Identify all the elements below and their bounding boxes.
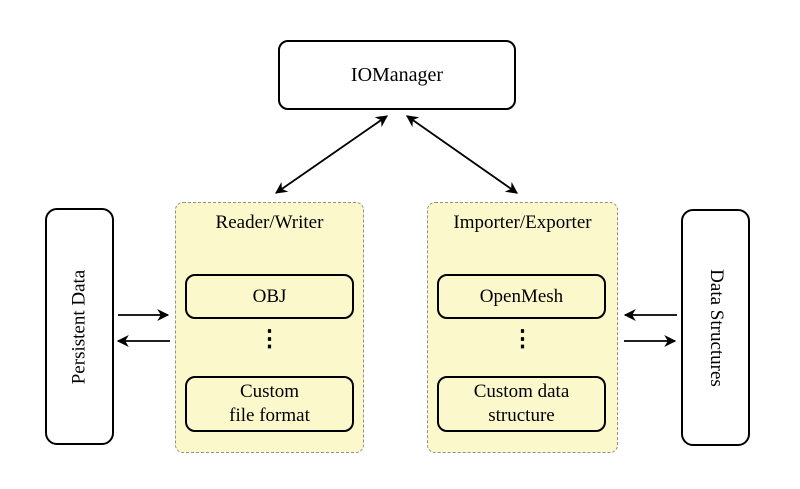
arrow-iomanager-readerwriter: [275, 115, 388, 194]
reader-writer-title: Reader/Writer: [215, 212, 324, 233]
persistent-data-label: Persistent Data: [68, 269, 90, 384]
custom-data-structure-label: Custom data structure: [473, 381, 570, 426]
openmesh-label: OpenMesh: [479, 285, 564, 307]
openmesh-node: OpenMesh: [437, 274, 606, 319]
obj-node: OBJ: [185, 274, 354, 319]
importer-exporter-group: Importer/Exporter OpenMesh ⋮ Custom data…: [427, 202, 618, 453]
reader-writer-ellipsis: ⋮: [258, 326, 281, 351]
iomanager-node: IOManager: [278, 40, 516, 110]
data-structures-node: Data Structures: [681, 209, 750, 446]
obj-label: OBJ: [252, 285, 287, 307]
importer-exporter-title: Importer/Exporter: [453, 212, 592, 233]
custom-data-structure-node: Custom data structure: [437, 376, 606, 432]
reader-writer-group: Reader/Writer OBJ ⋮ Custom file format: [175, 202, 364, 453]
custom-file-format-label: Custom file format: [229, 381, 310, 426]
iomanager-label: IOManager: [350, 63, 444, 86]
data-structures-label: Data Structures: [705, 268, 727, 387]
arrow-iomanager-importerexporter: [406, 115, 518, 194]
custom-file-format-node: Custom file format: [185, 376, 354, 432]
importer-exporter-ellipsis: ⋮: [511, 326, 534, 351]
persistent-data-node: Persistent Data: [45, 208, 114, 445]
